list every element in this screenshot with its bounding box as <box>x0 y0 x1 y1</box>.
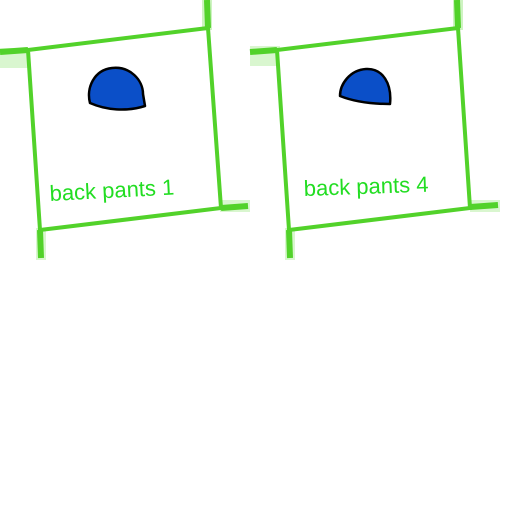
patch-2-outline <box>274 25 473 233</box>
patch-back-pants-4: back pants 4 <box>249 0 500 260</box>
patch-2-label: back pants 4 <box>303 172 429 201</box>
patch-1-outline <box>25 25 224 233</box>
patch-1-edge-stub-top <box>204 0 211 29</box>
blue-half-circle-icon <box>87 66 147 111</box>
patch-2-edge-stub-left <box>249 47 278 55</box>
blue-half-circle-icon <box>338 67 392 106</box>
patch-1-edge-stub-bottom <box>37 229 44 259</box>
patch-2-edge-stub-right <box>469 202 499 210</box>
patch-1-edge-stub-left <box>0 47 29 55</box>
patch-2-edge-stub-bottom <box>286 229 293 259</box>
patch-back-pants-1: back pants 1 <box>0 0 250 260</box>
patch-2-edge-stub-top <box>454 0 461 29</box>
patch-1-edge-stub-right <box>220 203 249 211</box>
